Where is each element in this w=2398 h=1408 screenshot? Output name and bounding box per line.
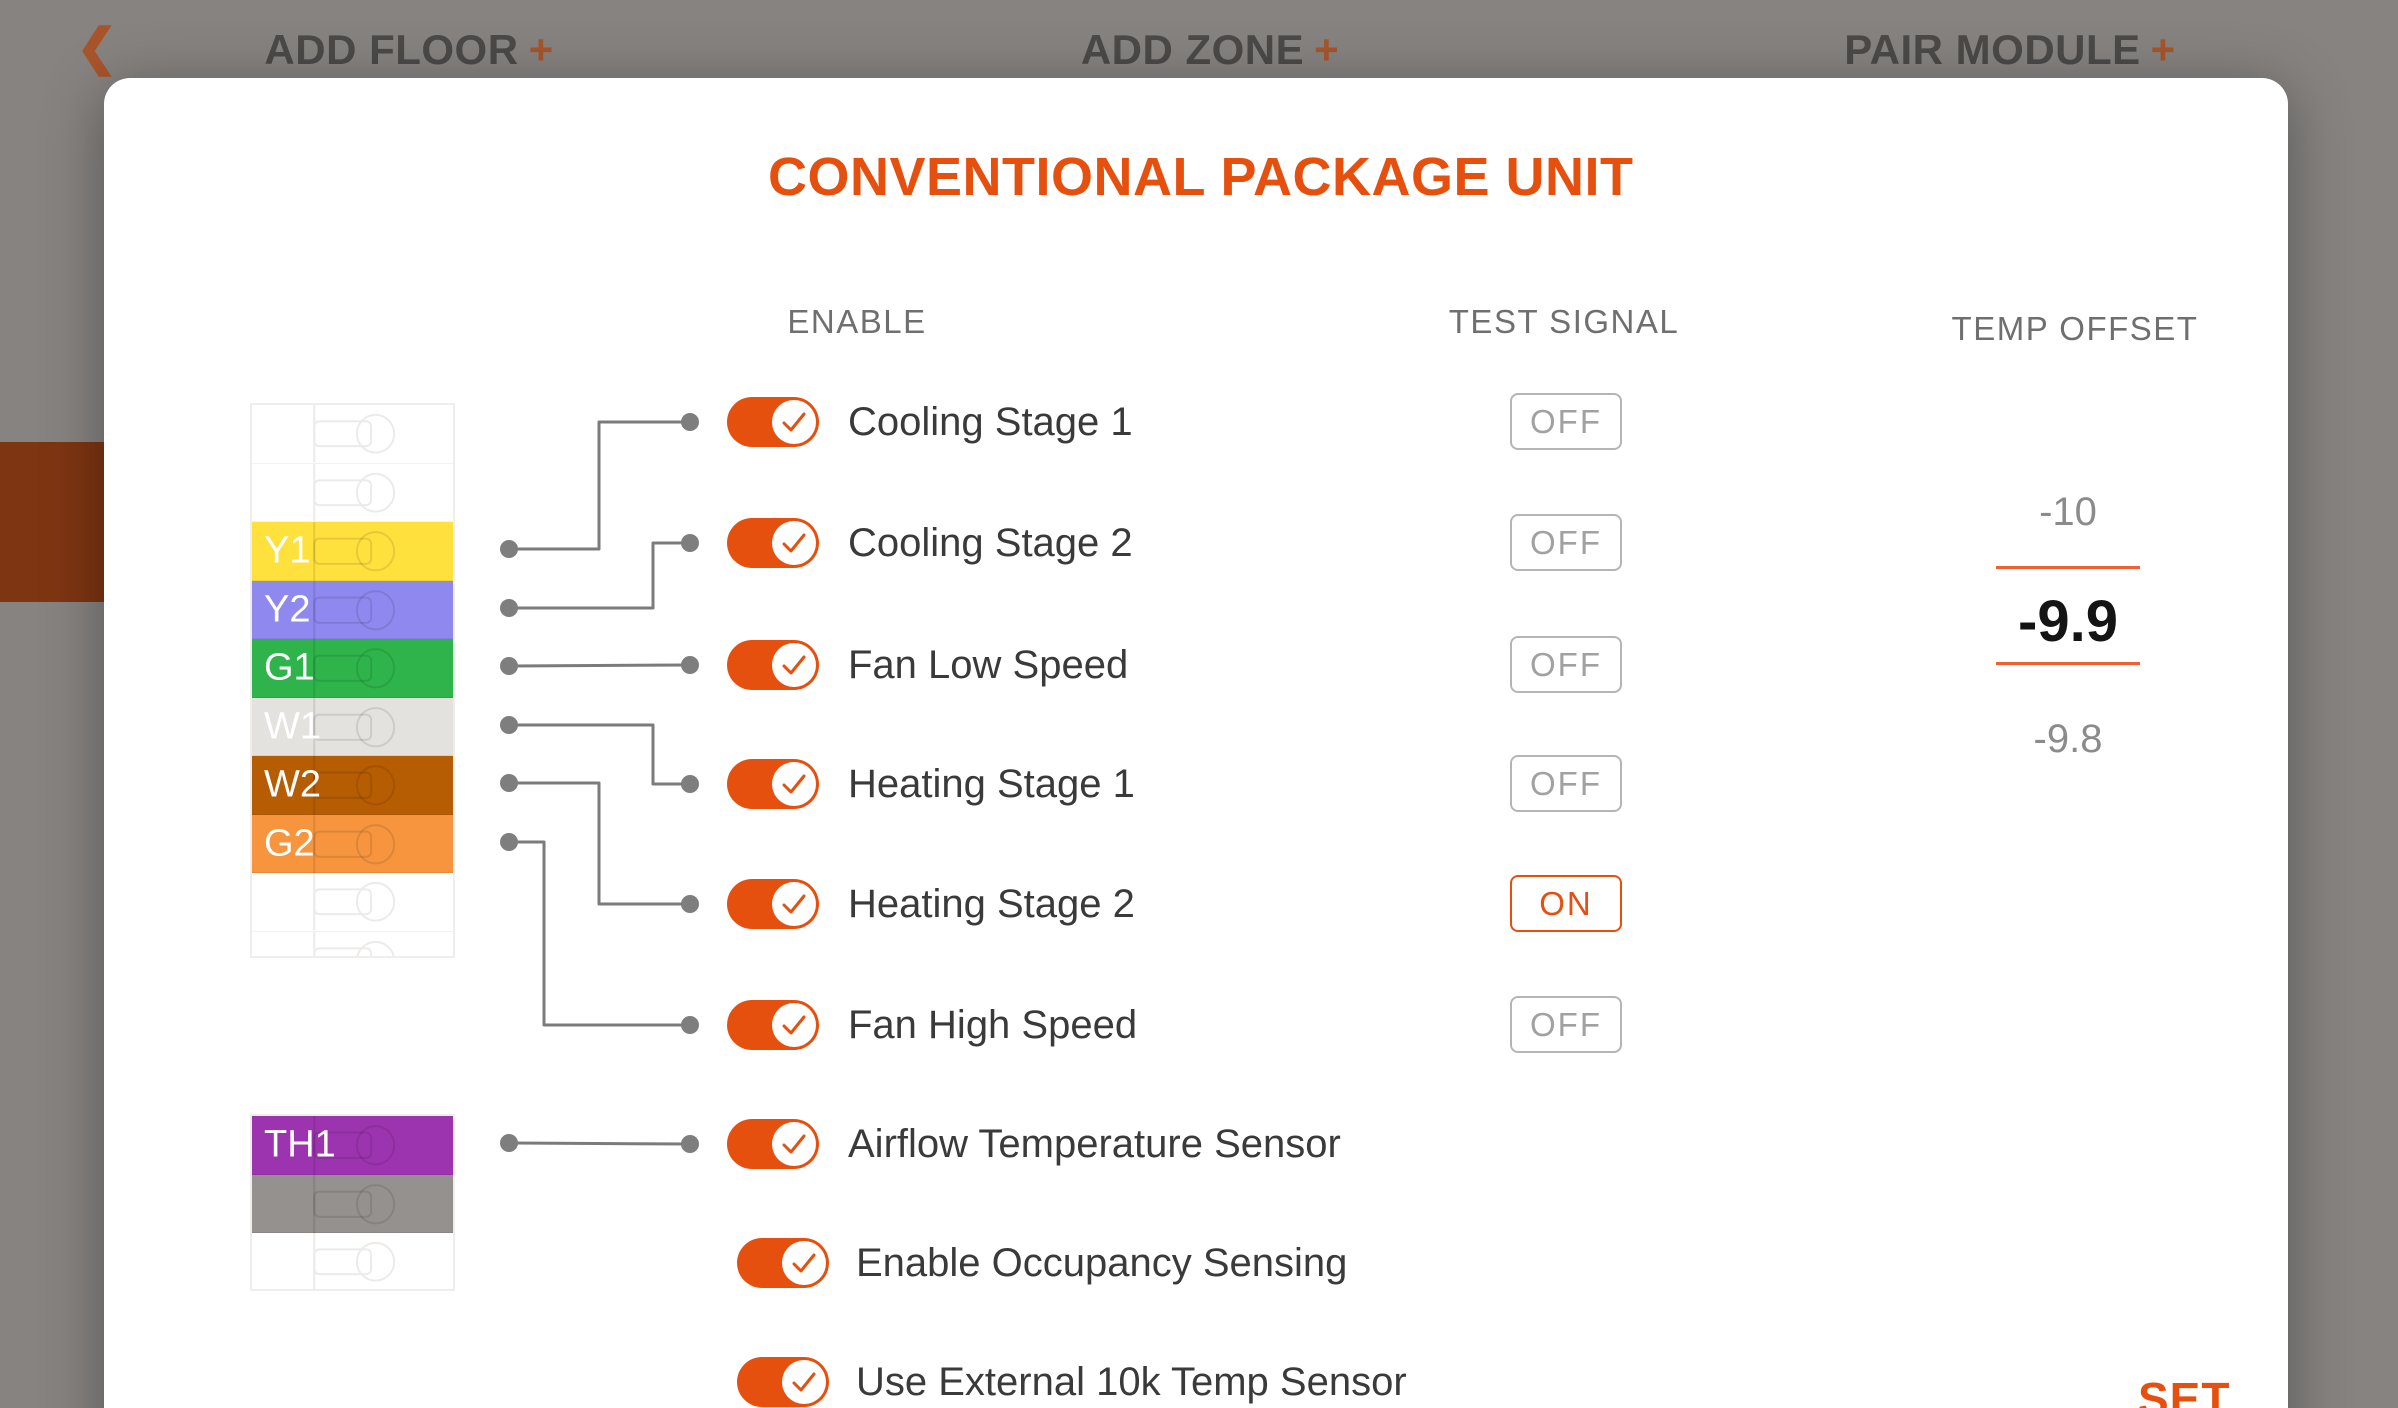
conventional-package-unit-dialog — [104, 78, 2288, 1408]
terminal-empty — [252, 463, 453, 522]
toggle-knob — [772, 1003, 816, 1047]
plus-icon: + — [528, 26, 554, 73]
picker-divider — [1996, 566, 2140, 569]
pair-module-button[interactable]: PAIR MODULE+ — [1844, 26, 2175, 74]
row-label: Heating Stage 2 — [848, 882, 1135, 926]
terminal-label: Y2 — [264, 588, 311, 631]
test-signal-fan-low-speed[interactable]: OFF — [1510, 636, 1622, 693]
terminal-empty — [252, 405, 453, 464]
temp-offset-value-below[interactable]: -9.8 — [2033, 717, 2103, 761]
toggle-cooling-stage-2[interactable] — [727, 518, 819, 568]
terminal-label: W1 — [264, 705, 321, 748]
row-label: Fan High Speed — [848, 1003, 1138, 1047]
add-floor-label: ADD FLOOR — [264, 26, 519, 73]
temp-offset-value-above[interactable]: -10 — [2039, 490, 2097, 534]
selected-floor-highlight — [0, 442, 104, 602]
terminal-label: W2 — [264, 763, 321, 806]
terminal-label: Y1 — [264, 529, 311, 572]
toggle-enable-occupancy-sensing[interactable] — [737, 1238, 829, 1288]
test-signal-cooling-stage-2[interactable]: OFF — [1510, 514, 1622, 571]
toggle-knob — [772, 882, 816, 926]
row-label: Cooling Stage 1 — [848, 400, 1133, 444]
terminal-th1: TH1 — [252, 1116, 453, 1175]
dialog-title: CONVENTIONAL PACKAGE UNIT — [768, 147, 1634, 207]
terminal-y2: Y2 — [252, 580, 453, 639]
add-floor-button[interactable]: ADD FLOOR+ — [264, 26, 553, 74]
back-chevron-icon[interactable]: ❮ — [76, 19, 118, 75]
toggle-heating-stage-2[interactable] — [727, 879, 819, 929]
terminal-empty — [252, 1233, 453, 1289]
row-label: Enable Occupancy Sensing — [856, 1241, 1348, 1285]
toggle-fan-high-speed[interactable] — [727, 1000, 819, 1050]
add-zone-label: ADD ZONE — [1080, 26, 1305, 73]
toggle-knob — [772, 1122, 816, 1166]
column-header-enable: ENABLE — [787, 303, 927, 340]
test-signal-heating-stage-2[interactable]: ON — [1510, 875, 1622, 932]
terminal-label: G2 — [264, 822, 315, 865]
toggle-knob — [782, 1360, 826, 1404]
column-header-temp-offset: TEMP OFFSET — [1951, 310, 2199, 347]
th1-terminal-strip: TH1 — [250, 1114, 455, 1291]
set-button[interactable]: SET — [2138, 1373, 2231, 1408]
toggle-use-external-10k-temp-sensor[interactable] — [737, 1357, 829, 1407]
terminal-label: TH1 — [264, 1123, 336, 1166]
row-label: Cooling Stage 2 — [848, 521, 1133, 565]
toggle-knob — [772, 643, 816, 687]
terminal-empty — [252, 931, 453, 956]
toggle-knob — [772, 400, 816, 444]
terminal-strip: Y1 Y2 G1 W1 W2 G2 — [250, 403, 455, 958]
pair-module-label: PAIR MODULE — [1844, 26, 2141, 73]
terminal-w1: W1 — [252, 697, 453, 756]
test-signal-heating-stage-1[interactable]: OFF — [1510, 755, 1622, 812]
toggle-cooling-stage-1[interactable] — [727, 397, 819, 447]
column-header-test-signal: TEST SIGNAL — [1448, 303, 1680, 340]
test-signal-fan-high-speed[interactable]: OFF — [1510, 996, 1622, 1053]
picker-divider — [1996, 662, 2140, 665]
toggle-knob — [782, 1241, 826, 1285]
terminal-empty — [252, 873, 453, 932]
toggle-heating-stage-1[interactable] — [727, 759, 819, 809]
toggle-knob — [772, 762, 816, 806]
toggle-knob — [772, 521, 816, 565]
toggle-airflow-temperature-sensor[interactable] — [727, 1119, 819, 1169]
terminal-g2: G2 — [252, 814, 453, 873]
terminal-y1: Y1 — [252, 522, 453, 581]
temp-offset-selected-value[interactable]: -9.9 — [2018, 589, 2118, 654]
terminal-label: G1 — [264, 646, 315, 689]
add-zone-button[interactable]: ADD ZONE+ — [1081, 26, 1339, 74]
terminal-gray — [252, 1174, 453, 1233]
row-label: Heating Stage 1 — [848, 762, 1135, 806]
plus-icon: + — [1314, 26, 1340, 73]
row-label: Use External 10k Temp Sensor — [856, 1360, 1407, 1404]
terminal-g1: G1 — [252, 639, 453, 698]
terminal-w2: W2 — [252, 756, 453, 815]
toggle-fan-low-speed[interactable] — [727, 640, 819, 690]
row-label: Airflow Temperature Sensor — [848, 1122, 1341, 1166]
plus-icon: + — [2150, 26, 2176, 73]
row-label: Fan Low Speed — [848, 643, 1129, 687]
test-signal-cooling-stage-1[interactable]: OFF — [1510, 393, 1622, 450]
